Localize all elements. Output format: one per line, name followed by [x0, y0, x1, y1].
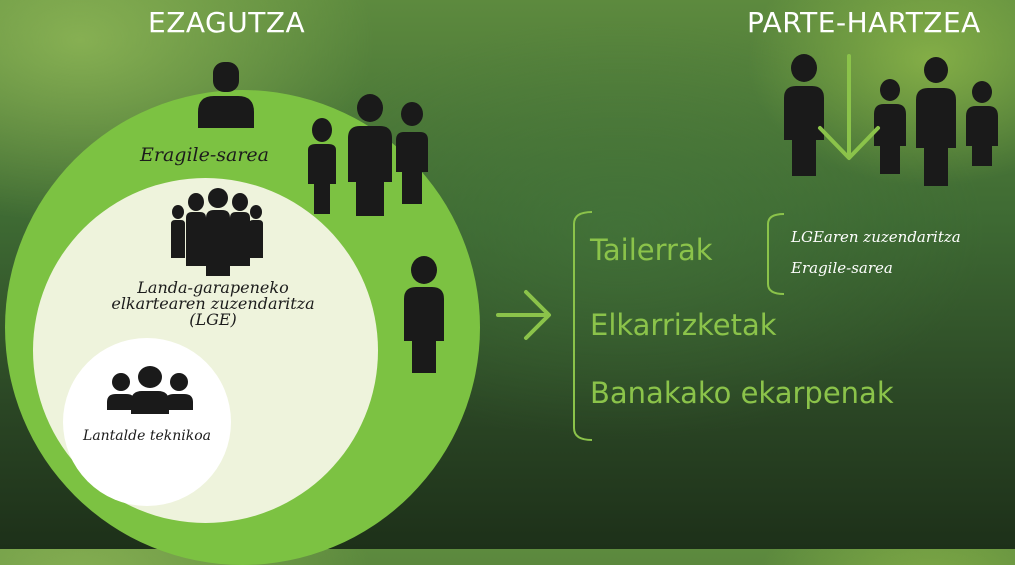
arrow-right-icon	[496, 290, 551, 340]
participation-heading: PARTE-HARTZEA	[747, 6, 981, 39]
workshop-participant-network: Eragile-sarea	[791, 259, 893, 277]
middle-circle-label: Landa-garapeneko elkartearen zuzendaritz…	[88, 280, 338, 328]
method-individual-contributions: Banakako ekarpenak	[590, 376, 894, 410]
group-icon	[171, 188, 263, 276]
inner-circle-label: Lantalde teknikoa	[83, 428, 211, 444]
middle-label-line-2: elkartearen zuzendaritza	[111, 294, 315, 313]
group-icon	[308, 94, 428, 216]
technical-team-circle	[63, 338, 231, 506]
person-icon	[404, 256, 444, 373]
method-workshops: Tailerrak	[590, 233, 713, 267]
middle-label-line-3: (LGE)	[189, 310, 237, 329]
person-icon	[198, 62, 254, 128]
knowledge-heading: EZAGUTZA	[148, 6, 306, 39]
middle-label-line-1: Landa-garapeneko	[137, 278, 289, 297]
method-interviews: Elkarrizketak	[590, 308, 777, 342]
outer-circle-label: Eragile-sarea	[140, 144, 269, 166]
arrow-down-icon	[818, 54, 880, 160]
brace-icon	[767, 213, 785, 295]
group-icon	[107, 366, 193, 414]
brace-icon	[573, 211, 593, 441]
workshop-participant-lge: LGEaren zuzendaritza	[791, 228, 961, 246]
group-icon	[784, 54, 998, 186]
